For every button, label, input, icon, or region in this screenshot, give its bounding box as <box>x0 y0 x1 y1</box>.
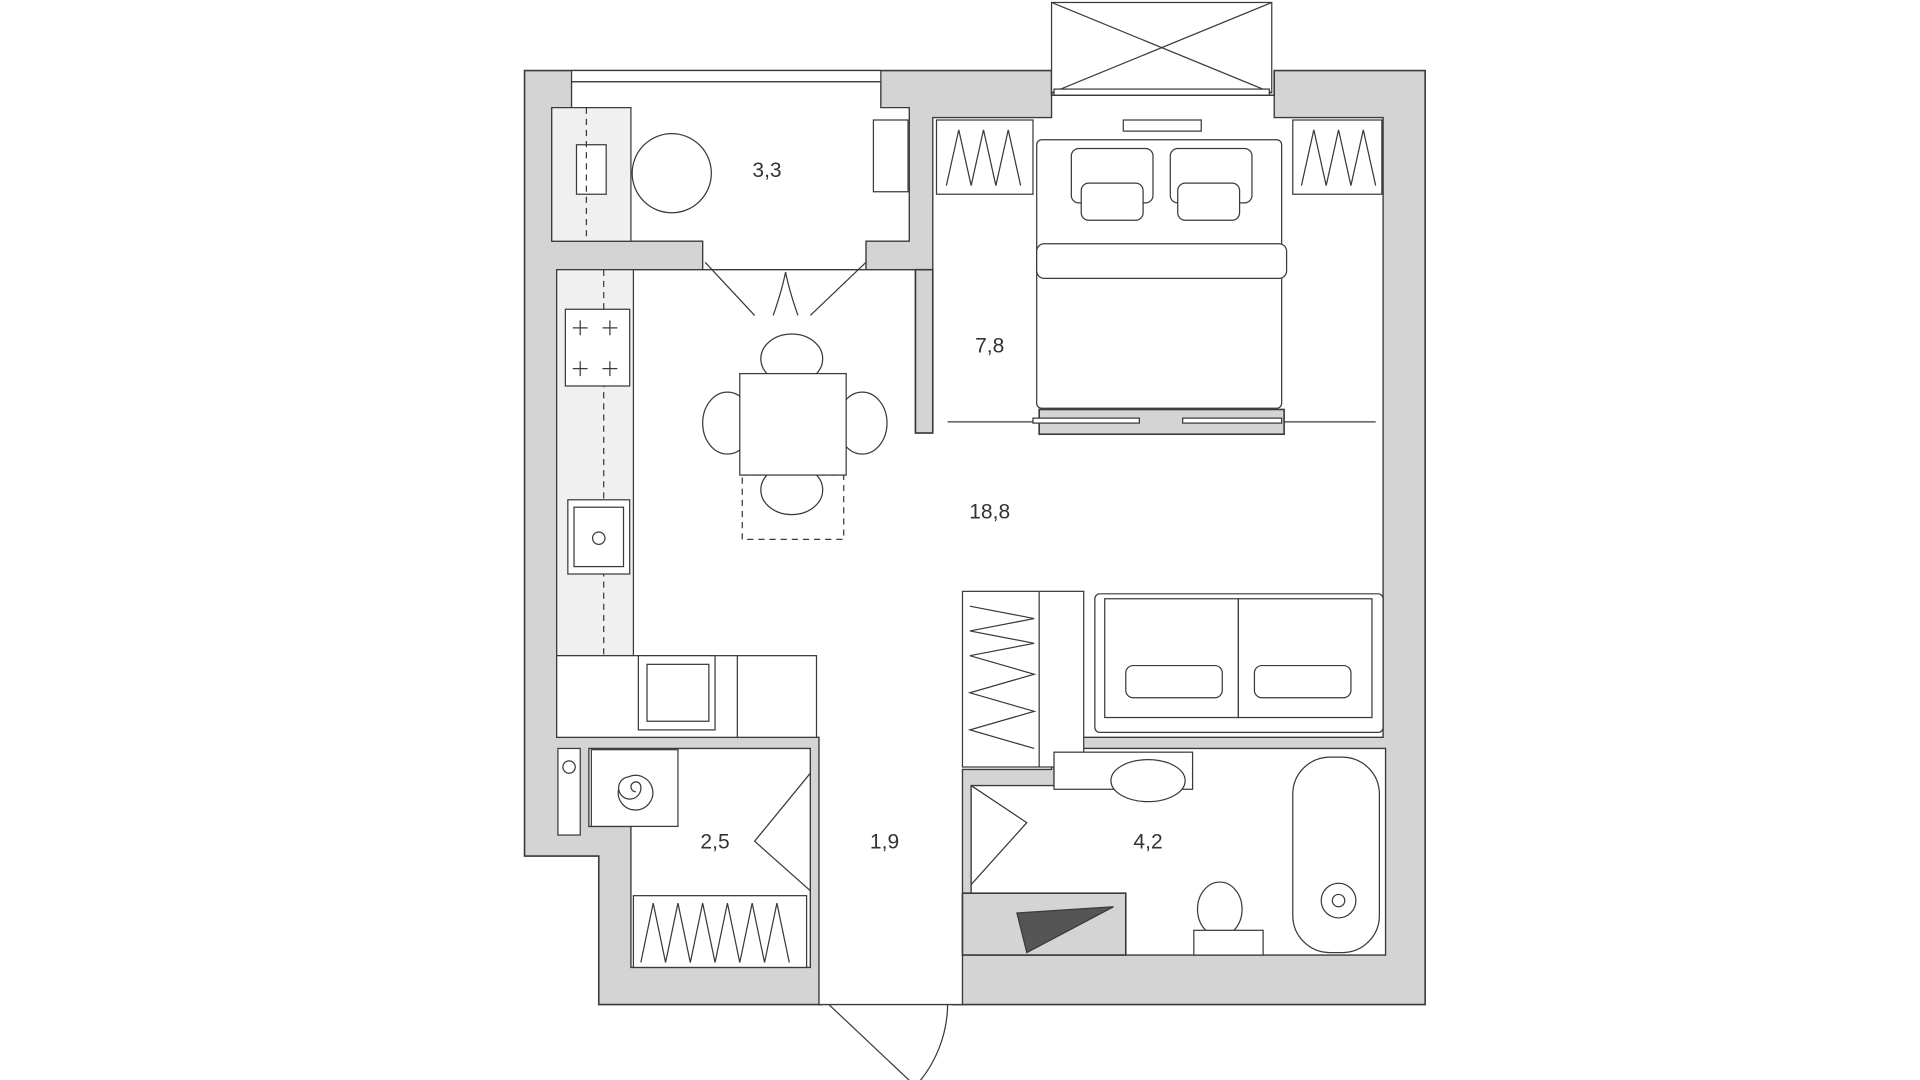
washbasin <box>1110 758 1186 803</box>
area-label-bathroom: 4,2 <box>1133 831 1162 854</box>
washing-machine <box>590 749 679 828</box>
double-bed <box>1036 139 1288 409</box>
sofa <box>1094 593 1384 733</box>
area-label-bedroom: 7,8 <box>975 335 1004 358</box>
shelf <box>872 119 909 193</box>
kitchen-sink <box>567 499 631 575</box>
area-label-balcony-room: 3,3 <box>752 159 781 182</box>
heater <box>1016 906 1114 954</box>
bedroom-partition <box>914 268 934 434</box>
area-label-living: 18,8 <box>969 500 1010 523</box>
tv <box>1122 119 1202 132</box>
cooktop <box>564 308 631 387</box>
storage-door[interactable] <box>753 772 811 892</box>
bedroom-wardrobe-left <box>935 119 1034 195</box>
kitchen-lower-cabinets <box>556 655 818 738</box>
double-door[interactable] <box>704 261 867 316</box>
toilet <box>1193 881 1264 956</box>
dining-set <box>702 333 888 516</box>
wardrobe-living <box>961 590 1085 768</box>
area-label-storage: 2,5 <box>700 831 729 854</box>
window-balcony-room <box>570 69 882 83</box>
storage-shelves <box>632 895 808 969</box>
bathtub <box>1292 756 1380 954</box>
area-label-hallway: 1,9 <box>870 831 899 854</box>
sliding-partition[interactable] <box>947 408 1376 436</box>
balcony-window <box>1050 1 1273 96</box>
monitor <box>575 144 607 195</box>
bathroom-door[interactable] <box>970 785 1028 885</box>
bedroom-wardrobe-right <box>1292 119 1383 195</box>
armchair <box>631 132 712 214</box>
entrance-door[interactable] <box>828 1004 949 1080</box>
